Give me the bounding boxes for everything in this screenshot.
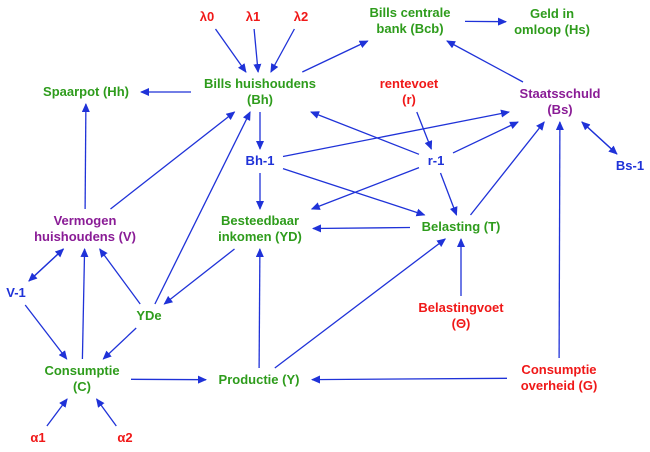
node-lambda1: λ1	[246, 9, 260, 25]
node-label-line: Bills centrale	[369, 5, 451, 20]
node-y: Productie (Y)	[219, 372, 300, 388]
edge-v-to-hh	[81, 103, 90, 210]
edge-r1-to-yd	[310, 166, 420, 210]
node-label-line: Consumptie	[44, 363, 120, 378]
node-label-line: Consumptie	[521, 362, 597, 377]
edge-bh1-to-t	[282, 167, 426, 217]
edge-t-to-yd	[312, 224, 411, 233]
edge-c-to-v	[80, 248, 89, 360]
node-label-line: (Bs)	[547, 102, 573, 117]
edge-g-to-bs	[555, 121, 564, 359]
node-label-line: rentevoet	[379, 76, 439, 91]
node-label-line: inkomen (YD)	[218, 229, 302, 244]
node-label-line: omloop (Hs)	[514, 22, 590, 37]
edge-y-to-t	[274, 238, 446, 369]
node-r1: r-1	[428, 153, 445, 169]
node-label-line: Belasting (T)	[421, 219, 501, 234]
edge-yd-to-yde	[163, 248, 235, 305]
node-label-line: λ0	[199, 9, 215, 24]
edge-yde-to-bh	[154, 111, 251, 305]
node-label-line: Staatsschuld	[519, 86, 601, 101]
edge-r1-to-t	[439, 172, 458, 216]
node-label-line: Belastingvoet	[418, 300, 504, 315]
edge-r1-to-bh	[310, 111, 420, 155]
node-label-line: overheid (G)	[520, 378, 598, 393]
node-label-line: Bs-1	[615, 158, 645, 173]
node-a2: α2	[117, 430, 132, 446]
node-label-line: Bills huishoudens	[204, 76, 316, 91]
edge-bh-to-bcb	[302, 40, 369, 73]
node-label-line: Spaarpot (Hh)	[43, 84, 129, 99]
node-label-line: Besteedbaar	[220, 213, 300, 228]
node-bh: Bills huishoudens(Bh)	[204, 76, 316, 108]
node-label-line: (Bh)	[247, 92, 273, 107]
node-label-line: α1	[30, 430, 46, 445]
edge-bs-to-bcb	[446, 40, 524, 83]
node-label-line: λ1	[245, 9, 261, 24]
node-label-line: Productie (Y)	[218, 372, 300, 387]
node-theta: Belastingvoet(Θ)	[418, 300, 503, 332]
edge-r-to-r1	[416, 111, 433, 150]
edge-v1-to-c	[24, 304, 68, 360]
node-label-line: Bh-1	[245, 153, 275, 168]
node-label-line: Vermogen	[53, 213, 117, 228]
edge-bs1-to-bs	[581, 121, 618, 155]
node-label-line: YDe	[136, 308, 162, 323]
node-label-line: α2	[117, 430, 133, 445]
node-label-line: (C)	[72, 379, 92, 394]
node-a1: α1	[30, 430, 45, 446]
node-label-line: r-1	[427, 153, 445, 168]
edge-y-to-yd	[255, 248, 264, 369]
node-yde: YDe	[136, 308, 161, 324]
edge-yde-to-c	[102, 327, 137, 360]
edge-yde-to-v	[99, 248, 141, 305]
node-bs1: Bs-1	[616, 158, 644, 174]
node-hh: Spaarpot (Hh)	[43, 84, 129, 100]
edge-v-to-bh	[110, 111, 236, 210]
edge-lambda2-to-bh	[270, 28, 295, 73]
node-label-line: V-1	[6, 285, 26, 300]
node-label-line: huishoudens (V)	[34, 229, 136, 244]
edge-r1-to-bs	[452, 121, 519, 154]
edge-bh1-to-bs	[282, 109, 510, 158]
node-v1: V-1	[6, 285, 26, 301]
node-label-line: Geld in	[529, 6, 575, 21]
node-lambda2: λ2	[294, 9, 308, 25]
edge-a1-to-c	[46, 398, 68, 427]
edge-g-to-y	[311, 375, 508, 384]
node-label-line: (r)	[402, 92, 416, 107]
edge-lambda1-to-bh	[253, 28, 262, 73]
node-lambda0: λ0	[200, 9, 214, 25]
node-bs: Staatsschuld(Bs)	[520, 86, 601, 118]
edge-a2-to-c	[96, 398, 117, 427]
node-label-line: λ2	[293, 9, 309, 24]
edge-t-to-bs	[469, 121, 545, 216]
node-c: Consumptie(C)	[44, 363, 119, 395]
node-t: Belasting (T)	[422, 219, 501, 235]
node-r: rentevoet(r)	[380, 76, 439, 108]
node-label-line: bank (Bcb)	[376, 21, 444, 36]
edge-lambda0-to-bh	[214, 28, 247, 73]
node-bh1: Bh-1	[246, 153, 275, 169]
node-label-line: (Θ)	[451, 316, 471, 331]
edge-v1-to-v	[28, 248, 65, 282]
